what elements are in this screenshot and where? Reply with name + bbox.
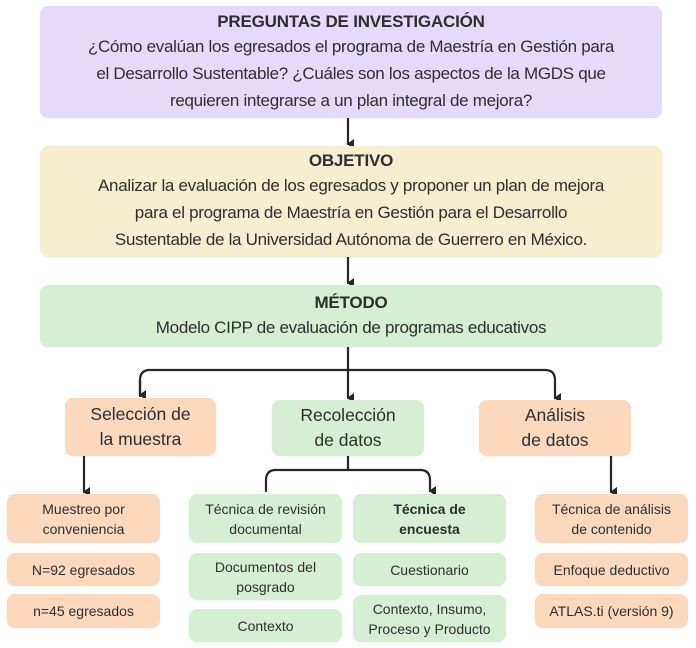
deductive-approach-text: Enfoque deductivo <box>553 561 670 578</box>
documentary-review-box: Técnica de revisión documental <box>189 494 342 543</box>
method-box: MÉTODO Modelo CIPP de evaluación de prog… <box>40 285 662 347</box>
context-text: Contexto <box>237 617 294 634</box>
data-analysis-line-1: Análisis <box>524 405 586 425</box>
cipp-dimensions-box: Contexto, Insumo, Proceso y Producto <box>353 595 506 642</box>
research-questions-title: PREGUNTAS DE INVESTIGACIÓN <box>217 11 485 31</box>
objective-line-2: para el programa de Maestría en Gestión … <box>134 203 568 222</box>
sampling-method-line-2: conveniencia <box>42 520 125 537</box>
data-collection-line-1: Recolección <box>300 405 396 425</box>
population-box: N=92 egresados <box>7 553 160 586</box>
objective-box: OBJETIVO Analizar la evaluación de los e… <box>40 146 662 257</box>
documentary-review-line-2: documental <box>229 520 302 537</box>
research-questions-line-2: el Desarrollo Sustentable? ¿Cuáles son l… <box>96 63 606 83</box>
questionnaire-box: Cuestionario <box>353 553 506 586</box>
context-box: Contexto <box>189 609 342 642</box>
sample-selection-line-2: la muestra <box>99 429 182 449</box>
survey-technique-line-1: Técnica de <box>393 500 466 517</box>
graduate-documents-line-1: Documentos del <box>214 558 317 575</box>
population-text: N=92 egresados <box>31 561 136 578</box>
objective-title: OBJETIVO <box>308 151 394 170</box>
atlas-ti-text: ATLAS.ti (versión 9) <box>549 603 674 619</box>
sampling-method-line-1: Muestreo por <box>42 500 125 517</box>
sample-size-text: n=45 egresados <box>33 603 134 619</box>
sample-selection-line-1: Selección de <box>90 404 191 424</box>
survey-technique-box: Técnica de encuesta <box>353 494 506 543</box>
data-analysis-box: Análisis de datos <box>479 400 631 456</box>
documentary-review-line-1: Técnica de revisión <box>205 500 326 517</box>
research-questions-line-1: ¿Cómo evalúan los egresados el programa … <box>87 36 615 56</box>
data-collection-box: Recolección de datos <box>272 400 424 456</box>
cipp-dimensions-line-2: Proceso y Producto <box>368 620 491 637</box>
sample-size-box: n=45 egresados <box>7 594 160 628</box>
objective-line-3: Sustentable de la Universidad Autónoma d… <box>114 230 588 249</box>
graduate-documents-line-2: posgrado <box>236 578 295 595</box>
content-analysis-line-2: de contenido <box>571 520 652 537</box>
sample-selection-box: Selección de la muestra <box>65 398 216 456</box>
research-questions-line-3: requieren integrarse a un plan integral … <box>169 90 533 110</box>
method-body: Modelo CIPP de evaluación de programas e… <box>155 317 547 337</box>
atlas-ti-box: ATLAS.ti (versión 9) <box>535 594 688 628</box>
method-title: MÉTODO <box>314 292 388 312</box>
sampling-method-box: Muestreo por conveniencia <box>7 494 160 543</box>
survey-technique-line-2: encuesta <box>399 520 460 537</box>
content-analysis-box: Técnica de análisis de contenido <box>535 494 688 543</box>
questionnaire-text: Cuestionario <box>390 561 469 578</box>
objective-line-1: Analizar la evaluación de los egresados … <box>98 176 604 195</box>
content-analysis-line-1: Técnica de análisis <box>551 500 672 517</box>
deductive-approach-box: Enfoque deductivo <box>535 553 688 586</box>
cipp-dimensions-line-1: Contexto, Insumo, <box>372 600 487 617</box>
data-collection-line-2: de datos <box>314 430 382 450</box>
research-questions-box: PREGUNTAS DE INVESTIGACIÓN ¿Cómo evalúan… <box>40 6 662 118</box>
data-analysis-line-2: de datos <box>521 430 589 450</box>
graduate-documents-box: Documentos del posgrado <box>189 553 342 600</box>
